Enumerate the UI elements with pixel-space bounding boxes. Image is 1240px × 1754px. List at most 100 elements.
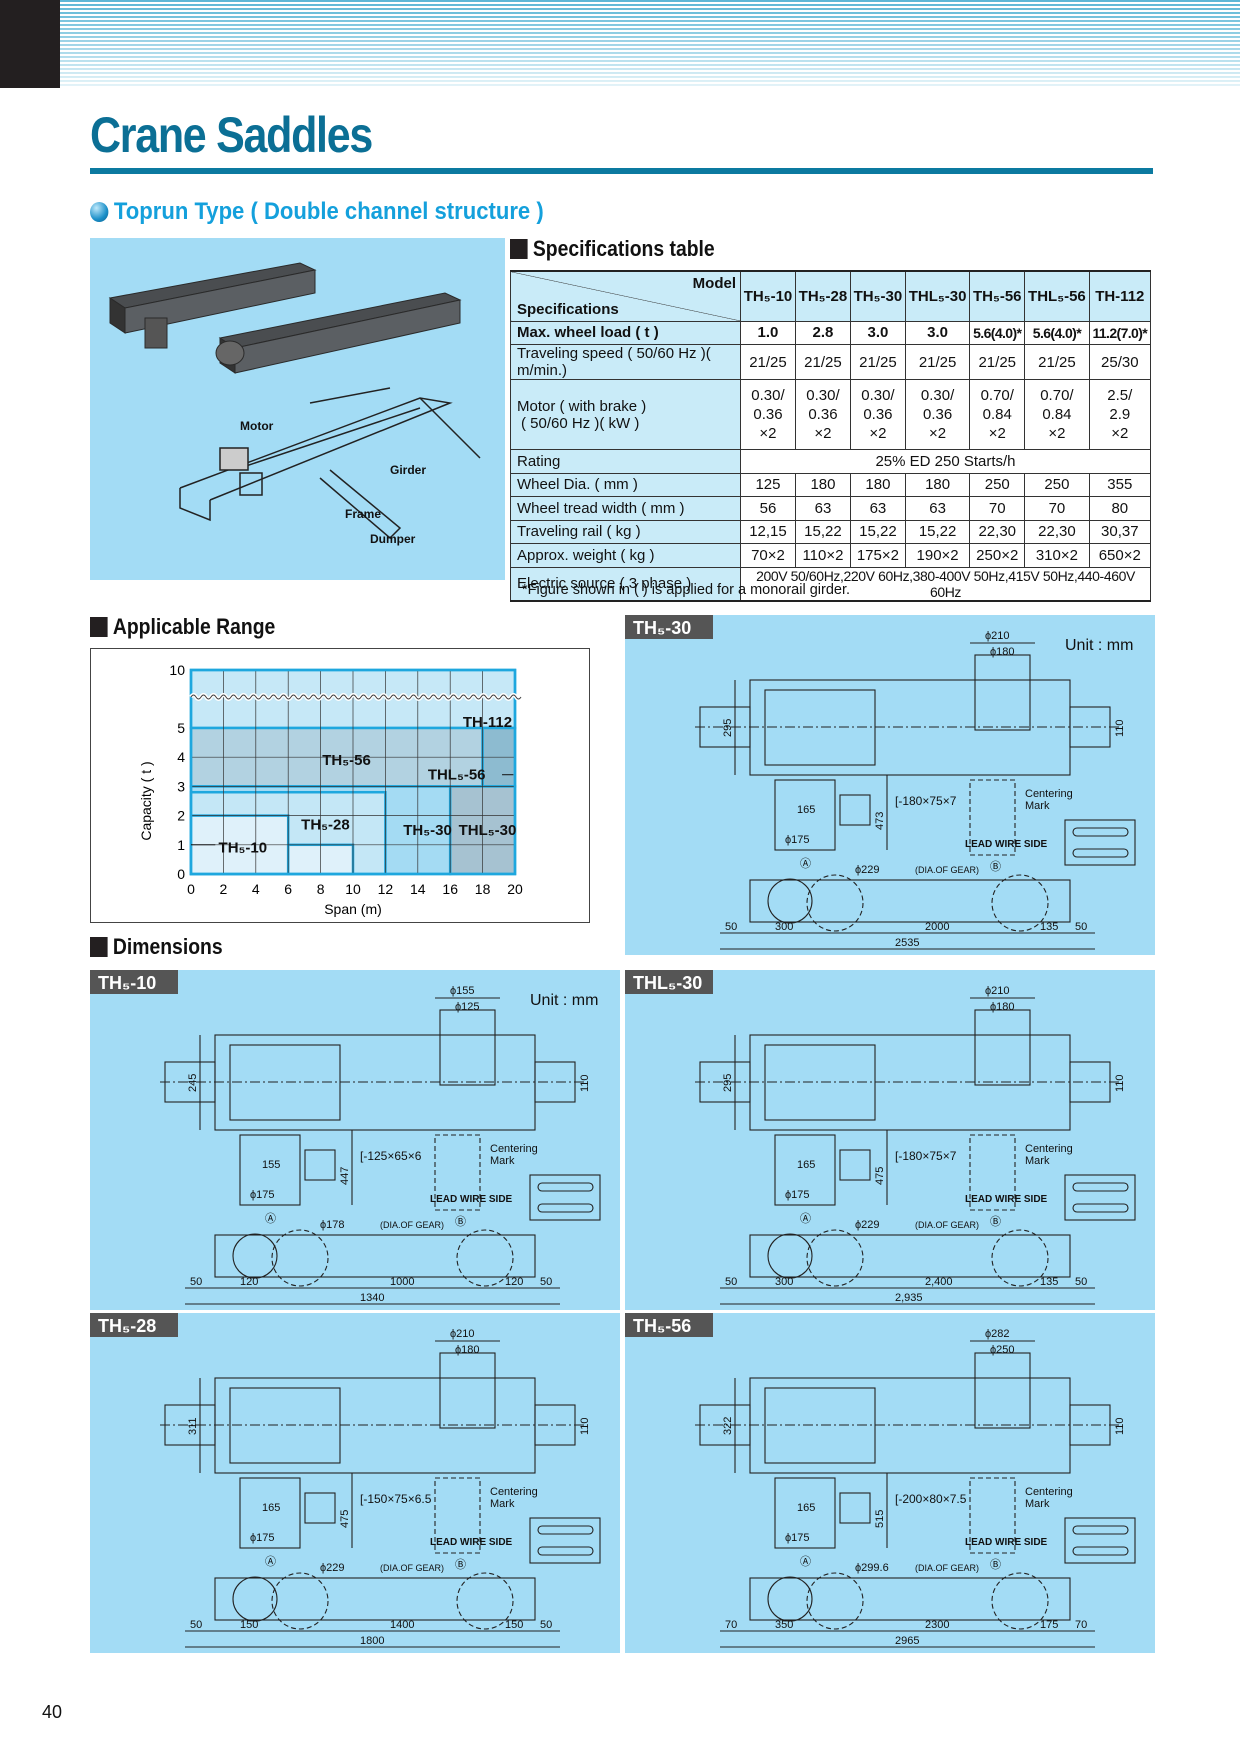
dimension-label: [-125×65×6 [360, 1149, 422, 1163]
dimension-label: 447 [339, 1167, 351, 1185]
table-cell: 125 [740, 472, 796, 497]
dimension-label: 50 [190, 1276, 202, 1288]
dimensions-heading-text: Dimensions [112, 934, 223, 959]
table-cell: 22,30 [969, 519, 1026, 544]
lead-wire-inset [1064, 1174, 1136, 1221]
centering-label: Centering [1025, 788, 1073, 800]
y-tick-label: 3 [177, 778, 185, 794]
gear-box [969, 779, 1016, 856]
motor-circle [232, 1233, 278, 1279]
dimension-label: (DIA.OF GEAR) [380, 1563, 444, 1573]
row-label-text: Approx. weight ( kg ) [517, 546, 655, 564]
y-tick-label: 0 [177, 866, 185, 882]
lead-wire-label: LEAD WIRE SIDE [965, 1194, 1048, 1205]
table-cell: 650×2 [1088, 543, 1152, 568]
dimension-label: 50 [725, 921, 737, 933]
table-cell: 250 [1024, 472, 1090, 497]
gear-circle [806, 874, 864, 932]
gear-box [434, 1477, 481, 1554]
row-label-text: Max. wheel load ( t ) [517, 324, 659, 342]
marker-a: Ⓐ [800, 857, 811, 870]
cell-line: ×2 [814, 425, 832, 442]
x-tick-label: 10 [345, 881, 361, 897]
dimension-label: 110 [1114, 1074, 1126, 1092]
table-cell: 3.0 [904, 320, 971, 345]
terminal [1072, 1546, 1129, 1556]
centering-label: Mark [1025, 1498, 1050, 1510]
frame-side-view [749, 1234, 1071, 1278]
y-axis-label: Capacity ( t ) [138, 761, 154, 840]
motor-body [774, 1477, 836, 1549]
table-cell: 2.8 [794, 320, 851, 345]
dimension-label: 50 [725, 1276, 737, 1288]
dimension-label: 70 [1075, 1619, 1087, 1631]
row-label-text: Motor ( with brake ) [517, 397, 647, 415]
dimension-label: 50 [540, 1276, 552, 1288]
dimension-label: 2535 [895, 937, 919, 949]
region-label: TH₅-56 [322, 752, 371, 769]
wheel-circle [991, 874, 1049, 932]
dimension-label: 475 [339, 1510, 351, 1528]
dimension-label: 110 [1114, 719, 1126, 737]
wheel-circle [456, 1229, 514, 1287]
table-cell: 22,30 [1024, 519, 1090, 544]
wheel-box [439, 1352, 496, 1429]
dimension-label: 165 [797, 1159, 815, 1171]
dimension-label: 300 [775, 1276, 793, 1288]
dimension-label: 1800 [360, 1635, 384, 1647]
table-cell: 21/25 [794, 344, 851, 380]
dimension-label: ϕ229 [855, 864, 880, 876]
model-tag [625, 1313, 713, 1337]
y-tick-label: 4 [177, 749, 185, 765]
table-cell: 0.30/0.36×2 [849, 379, 906, 450]
terminal [537, 1203, 594, 1213]
row-label-text-2: ( 50/60 Hz )( kW ) [521, 414, 640, 432]
square-bullet-icon [90, 937, 108, 957]
model-tag [90, 970, 178, 994]
lead-wire-inset [1064, 1517, 1136, 1564]
y-tick-label: 2 [177, 808, 185, 824]
cell-line: 0.84 [982, 406, 1012, 423]
row-label: Wheel Dia. ( mm ) [510, 472, 741, 497]
dimension-label: 50 [540, 1619, 552, 1631]
dimension-label: ϕ175 [785, 1189, 810, 1201]
region-label: TH₅-30 [403, 822, 452, 839]
label-motor: Motor [240, 419, 274, 433]
dimension-label: 311 [187, 1417, 199, 1435]
dimension-label: 515 [874, 1510, 886, 1528]
dimension-label: (DIA.OF GEAR) [915, 1220, 979, 1230]
brake-box [839, 1149, 871, 1181]
motor-circle [767, 1233, 813, 1279]
dimension-label: 350 [775, 1619, 793, 1631]
dimension-label: 295 [722, 719, 734, 737]
dimension-label: ϕ175 [785, 834, 810, 846]
x-tick-label: 2 [220, 881, 228, 897]
motor-circle [232, 1576, 278, 1622]
dimension-label: ϕ299.6 [855, 1562, 889, 1574]
dimension-label: ϕ125 [455, 1001, 480, 1013]
table-cell: 1.0 [740, 320, 796, 345]
model-tag-text: TH₅-10 [98, 973, 156, 993]
lead-wire-label: LEAD WIRE SIDE [965, 1537, 1048, 1548]
gear-circle [271, 1572, 329, 1630]
spec-table-heading-text: Specifications table [532, 236, 715, 261]
model-tag-text: THL₅-30 [633, 973, 702, 993]
centering-label: Centering [1025, 1486, 1073, 1498]
table-cell: 0.70/0.84×2 [1024, 379, 1090, 450]
dimension-label: 135 [1040, 921, 1058, 933]
table-cell: 15,22 [794, 519, 851, 544]
table-cell: 21/25 [904, 344, 971, 380]
dimension-label: ϕ180 [990, 646, 1015, 658]
dimension-label: (DIA.OF GEAR) [380, 1220, 444, 1230]
row-label-text: Wheel tread width ( mm ) [517, 499, 685, 517]
model-tag-text: TH₅-30 [633, 618, 691, 638]
table-row: Electric source ( 3 phase )200V 50/60Hz,… [510, 566, 1151, 601]
table-cell: 250×2 [969, 543, 1026, 568]
table-cell: 11.2(7.0)* [1088, 320, 1152, 345]
dimension-label: 175 [1040, 1619, 1058, 1631]
wheel-circle [456, 1572, 514, 1630]
y-tick-label: 10 [169, 662, 185, 678]
